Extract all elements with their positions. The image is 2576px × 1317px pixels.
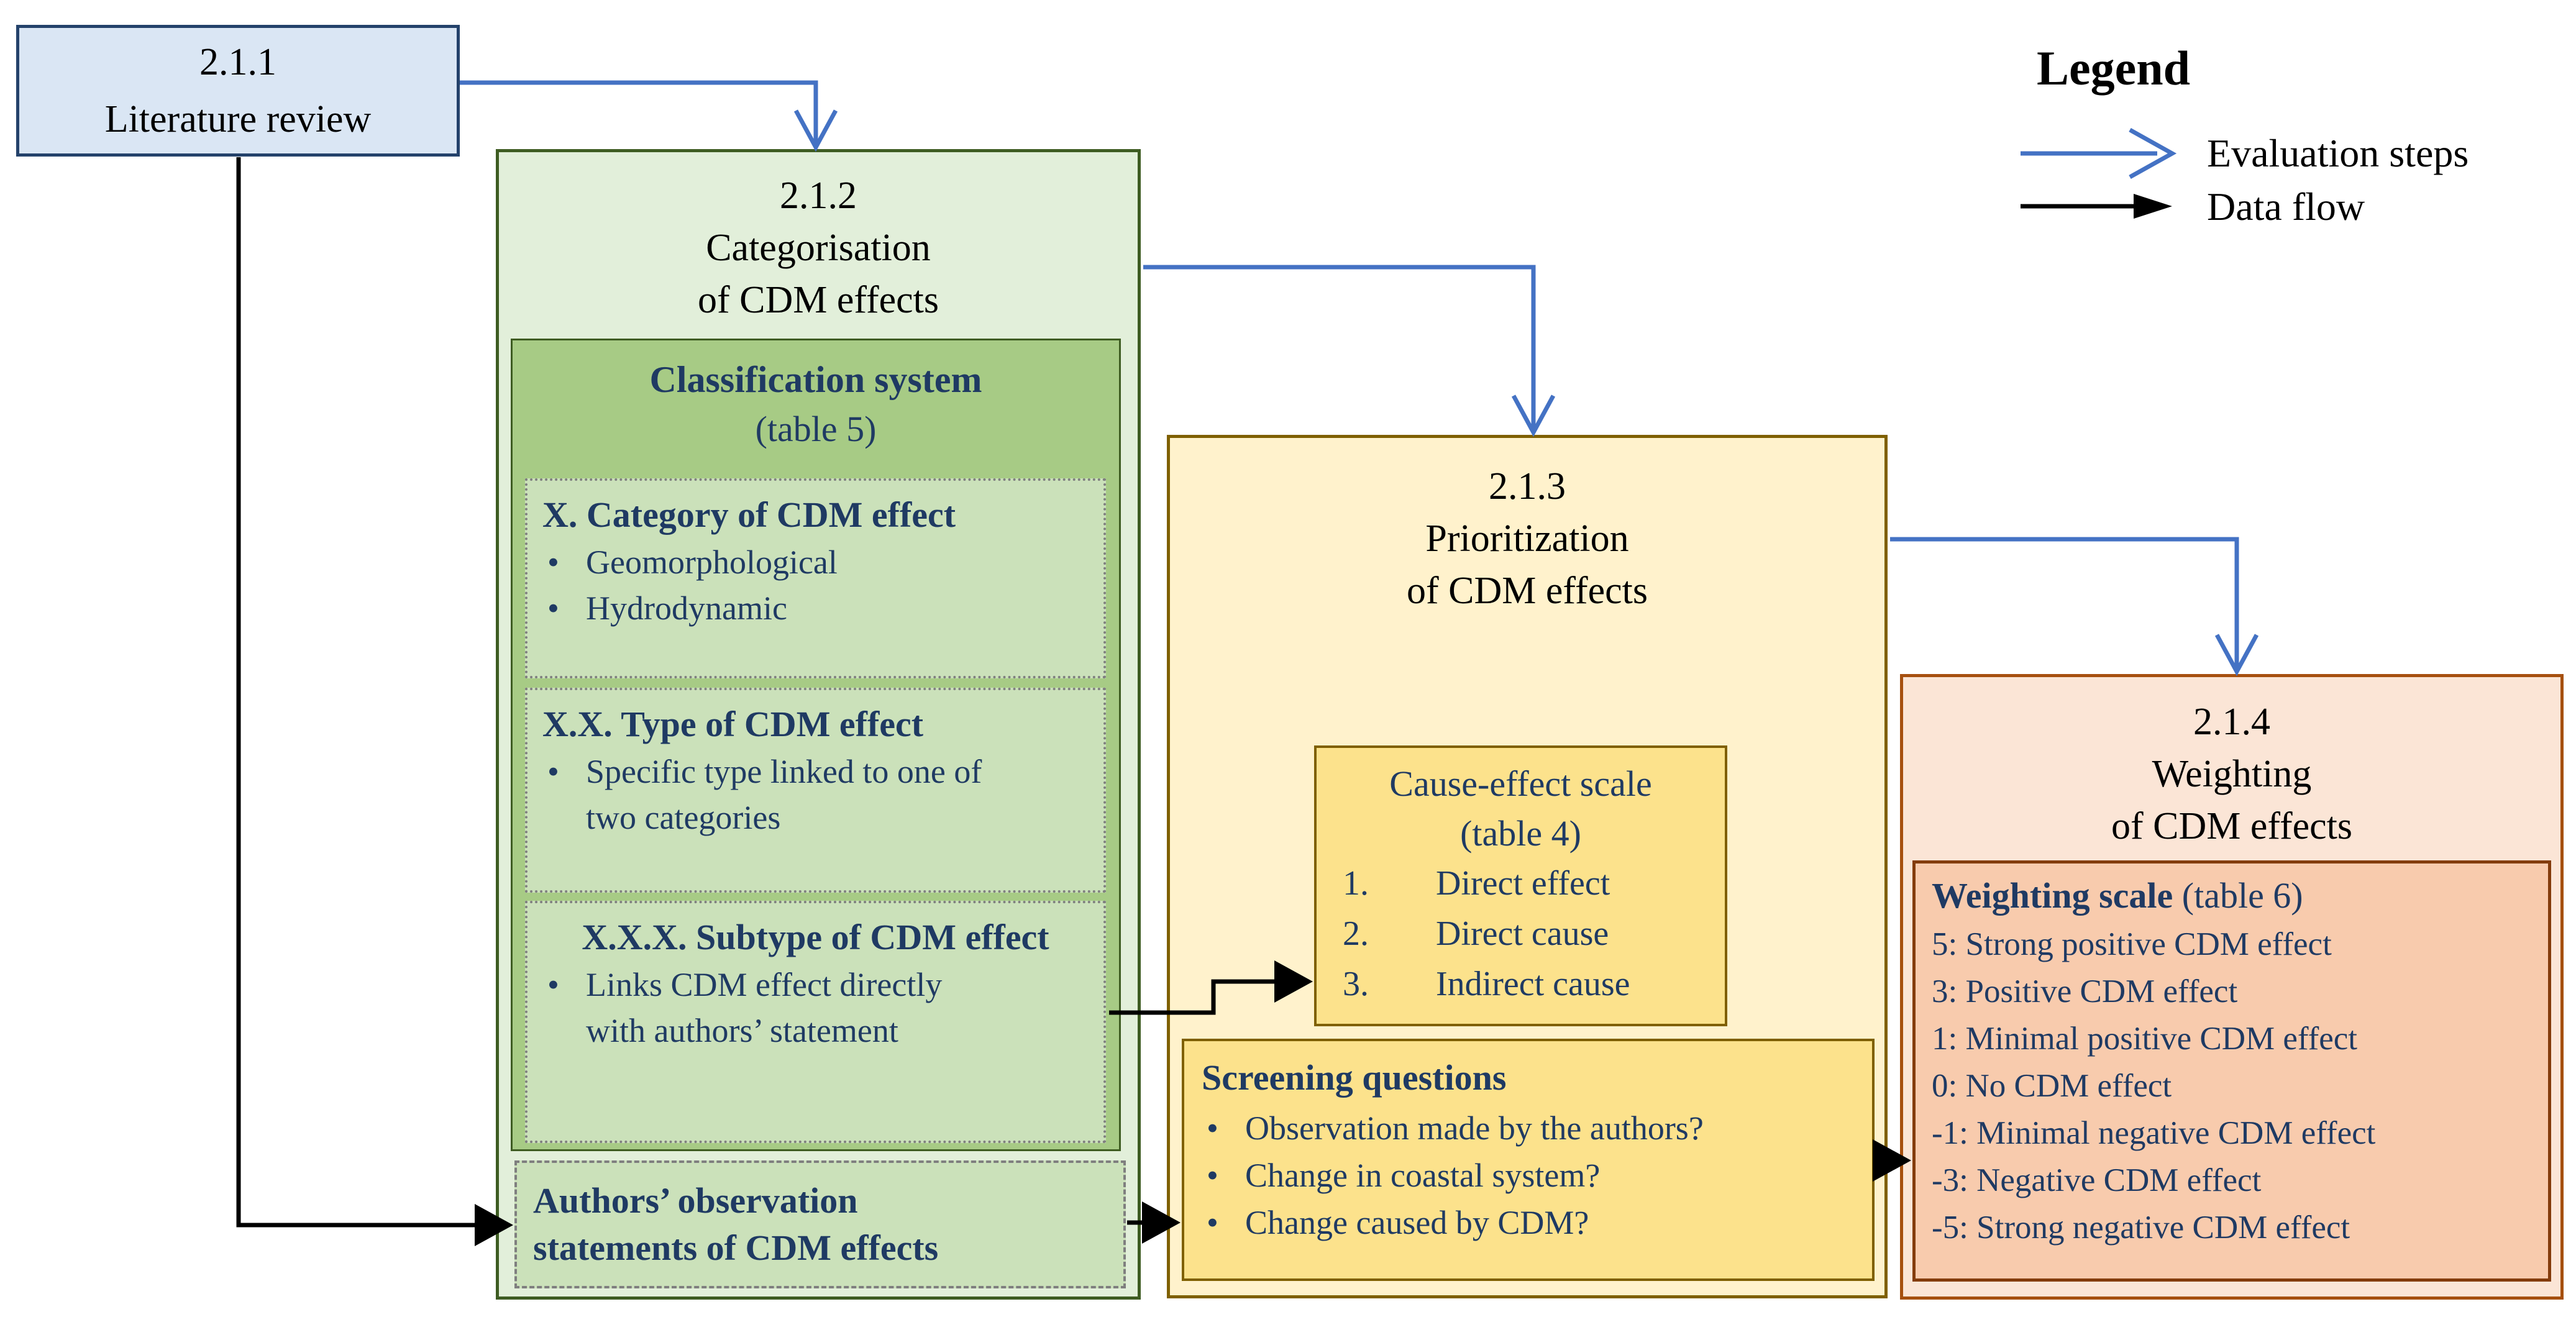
authors-observation-box: Authors’ observation statements of CDM e… <box>514 1160 1126 1288</box>
step-2-1-1-box: 2.1.1 Literature review <box>16 25 460 157</box>
bullet-icon <box>542 962 586 1054</box>
cause-effect-item-1: 1. Direct effect <box>1343 864 1610 903</box>
type-title: X.X. Type of CDM effect <box>542 704 924 744</box>
bullet-icon <box>1202 1152 1245 1199</box>
weighting-row-3: 1: Minimal positive CDM effect <box>1932 1021 2357 1057</box>
step-2-1-4-title-line2: of CDM effects <box>2111 805 2352 847</box>
weighting-scale-box: Weighting scale (table 6) 5: Strong posi… <box>1912 860 2551 1282</box>
cause-effect-title: Cause-effect scale <box>1389 763 1652 804</box>
weighting-row-2: 3: Positive CDM effect <box>1932 973 2238 1009</box>
classification-system-title: Classification system <box>649 359 982 400</box>
step-2-1-4-header: 2.1.4 Weighting of CDM effects <box>1903 696 2560 852</box>
evaluation-arrow-211-to-212 <box>460 80 838 152</box>
evaluation-arrow-icon <box>2021 127 2177 180</box>
step-2-1-3-title-line2: of CDM effects <box>1407 570 1648 612</box>
step-2-1-2-title-line2: of CDM effects <box>698 279 939 321</box>
screening-title: Screening questions <box>1202 1057 1507 1098</box>
screening-bullet-2: Change in coastal system? <box>1202 1152 1855 1199</box>
subtype-bullet-1: Links CDM effect directly with authors’ … <box>542 962 1089 1054</box>
legend-evaluation-label: Evaluation steps <box>2207 131 2469 175</box>
legend-data-flow-label: Data flow <box>2207 185 2365 229</box>
category-title: X. Category of CDM effect <box>542 494 956 535</box>
step-2-1-2-number: 2.1.2 <box>780 175 857 217</box>
category-bullet-1: Geomorphological <box>542 539 1089 585</box>
legend-title: Legend <box>2037 41 2191 95</box>
cause-effect-item-2: 2. Direct cause <box>1343 914 1609 953</box>
step-2-1-4-title-line1: Weighting <box>2152 753 2312 795</box>
cause-effect-item-3: 3. Indirect cause <box>1343 965 1630 1003</box>
weighting-row-7: -5: Strong negative CDM effect <box>1932 1210 2350 1246</box>
step-2-1-3-header: 2.1.3 Prioritization of CDM effects <box>1170 460 1884 617</box>
weighting-scale-title: Weighting scale (table 6) <box>1932 875 2303 916</box>
bullet-icon <box>542 749 586 841</box>
screening-questions-box: Screening questions Observation made by … <box>1182 1039 1875 1281</box>
subtype-of-cdm-effect-box: X.X.X. Subtype of CDM effect Links CDM e… <box>525 901 1106 1143</box>
authors-observation-title: Authors’ observation statements of CDM e… <box>533 1180 939 1268</box>
step-2-1-3-number: 2.1.3 <box>1489 465 1566 508</box>
step-2-1-4-number: 2.1.4 <box>2193 701 2270 743</box>
step-2-1-1-title: Literature review <box>104 98 372 140</box>
cause-effect-subtitle: (table 4) <box>1460 813 1581 854</box>
step-2-1-1-number: 2.1.1 <box>199 41 276 83</box>
subtype-title: X.X.X. Subtype of CDM effect <box>582 917 1049 957</box>
cause-effect-scale-box: Cause-effect scale (table 4) 1. Direct e… <box>1314 745 1727 1026</box>
evaluation-arrow-213-to-214 <box>1890 537 2259 677</box>
weighting-row-1: 5: Strong positive CDM effect <box>1932 926 2332 962</box>
screening-bullet-1: Observation made by the authors? <box>1202 1105 1855 1152</box>
classification-system-subtitle: (table 5) <box>755 409 877 449</box>
step-2-1-3-title-line1: Prioritization <box>1425 517 1629 560</box>
step-2-1-2-header: 2.1.2 Categorisation of CDM effects <box>499 170 1138 326</box>
bullet-icon <box>542 585 586 631</box>
evaluation-arrow-212-to-213 <box>1143 265 1556 437</box>
bullet-icon <box>542 539 586 585</box>
category-of-cdm-effect-box: X. Category of CDM effect Geomorphologic… <box>525 478 1106 678</box>
weighting-row-6: -3: Negative CDM effect <box>1932 1162 2262 1198</box>
category-bullet-2: Hydrodynamic <box>542 585 1089 631</box>
type-bullet-1: Specific type linked to one of two categ… <box>542 749 1089 841</box>
bullet-icon <box>1202 1105 1245 1152</box>
data-flow-arrow-icon <box>2021 194 2172 219</box>
step-2-1-2-title-line1: Categorisation <box>706 227 931 269</box>
screening-bullet-3: Change caused by CDM? <box>1202 1199 1855 1246</box>
weighting-row-4: 0: No CDM effect <box>1932 1068 2172 1104</box>
type-of-cdm-effect-box: X.X. Type of CDM effect Specific type li… <box>525 688 1106 893</box>
weighting-row-5: -1: Minimal negative CDM effect <box>1932 1115 2376 1151</box>
data-arrow-211-to-authors <box>236 157 513 1246</box>
bullet-icon <box>1202 1199 1245 1246</box>
